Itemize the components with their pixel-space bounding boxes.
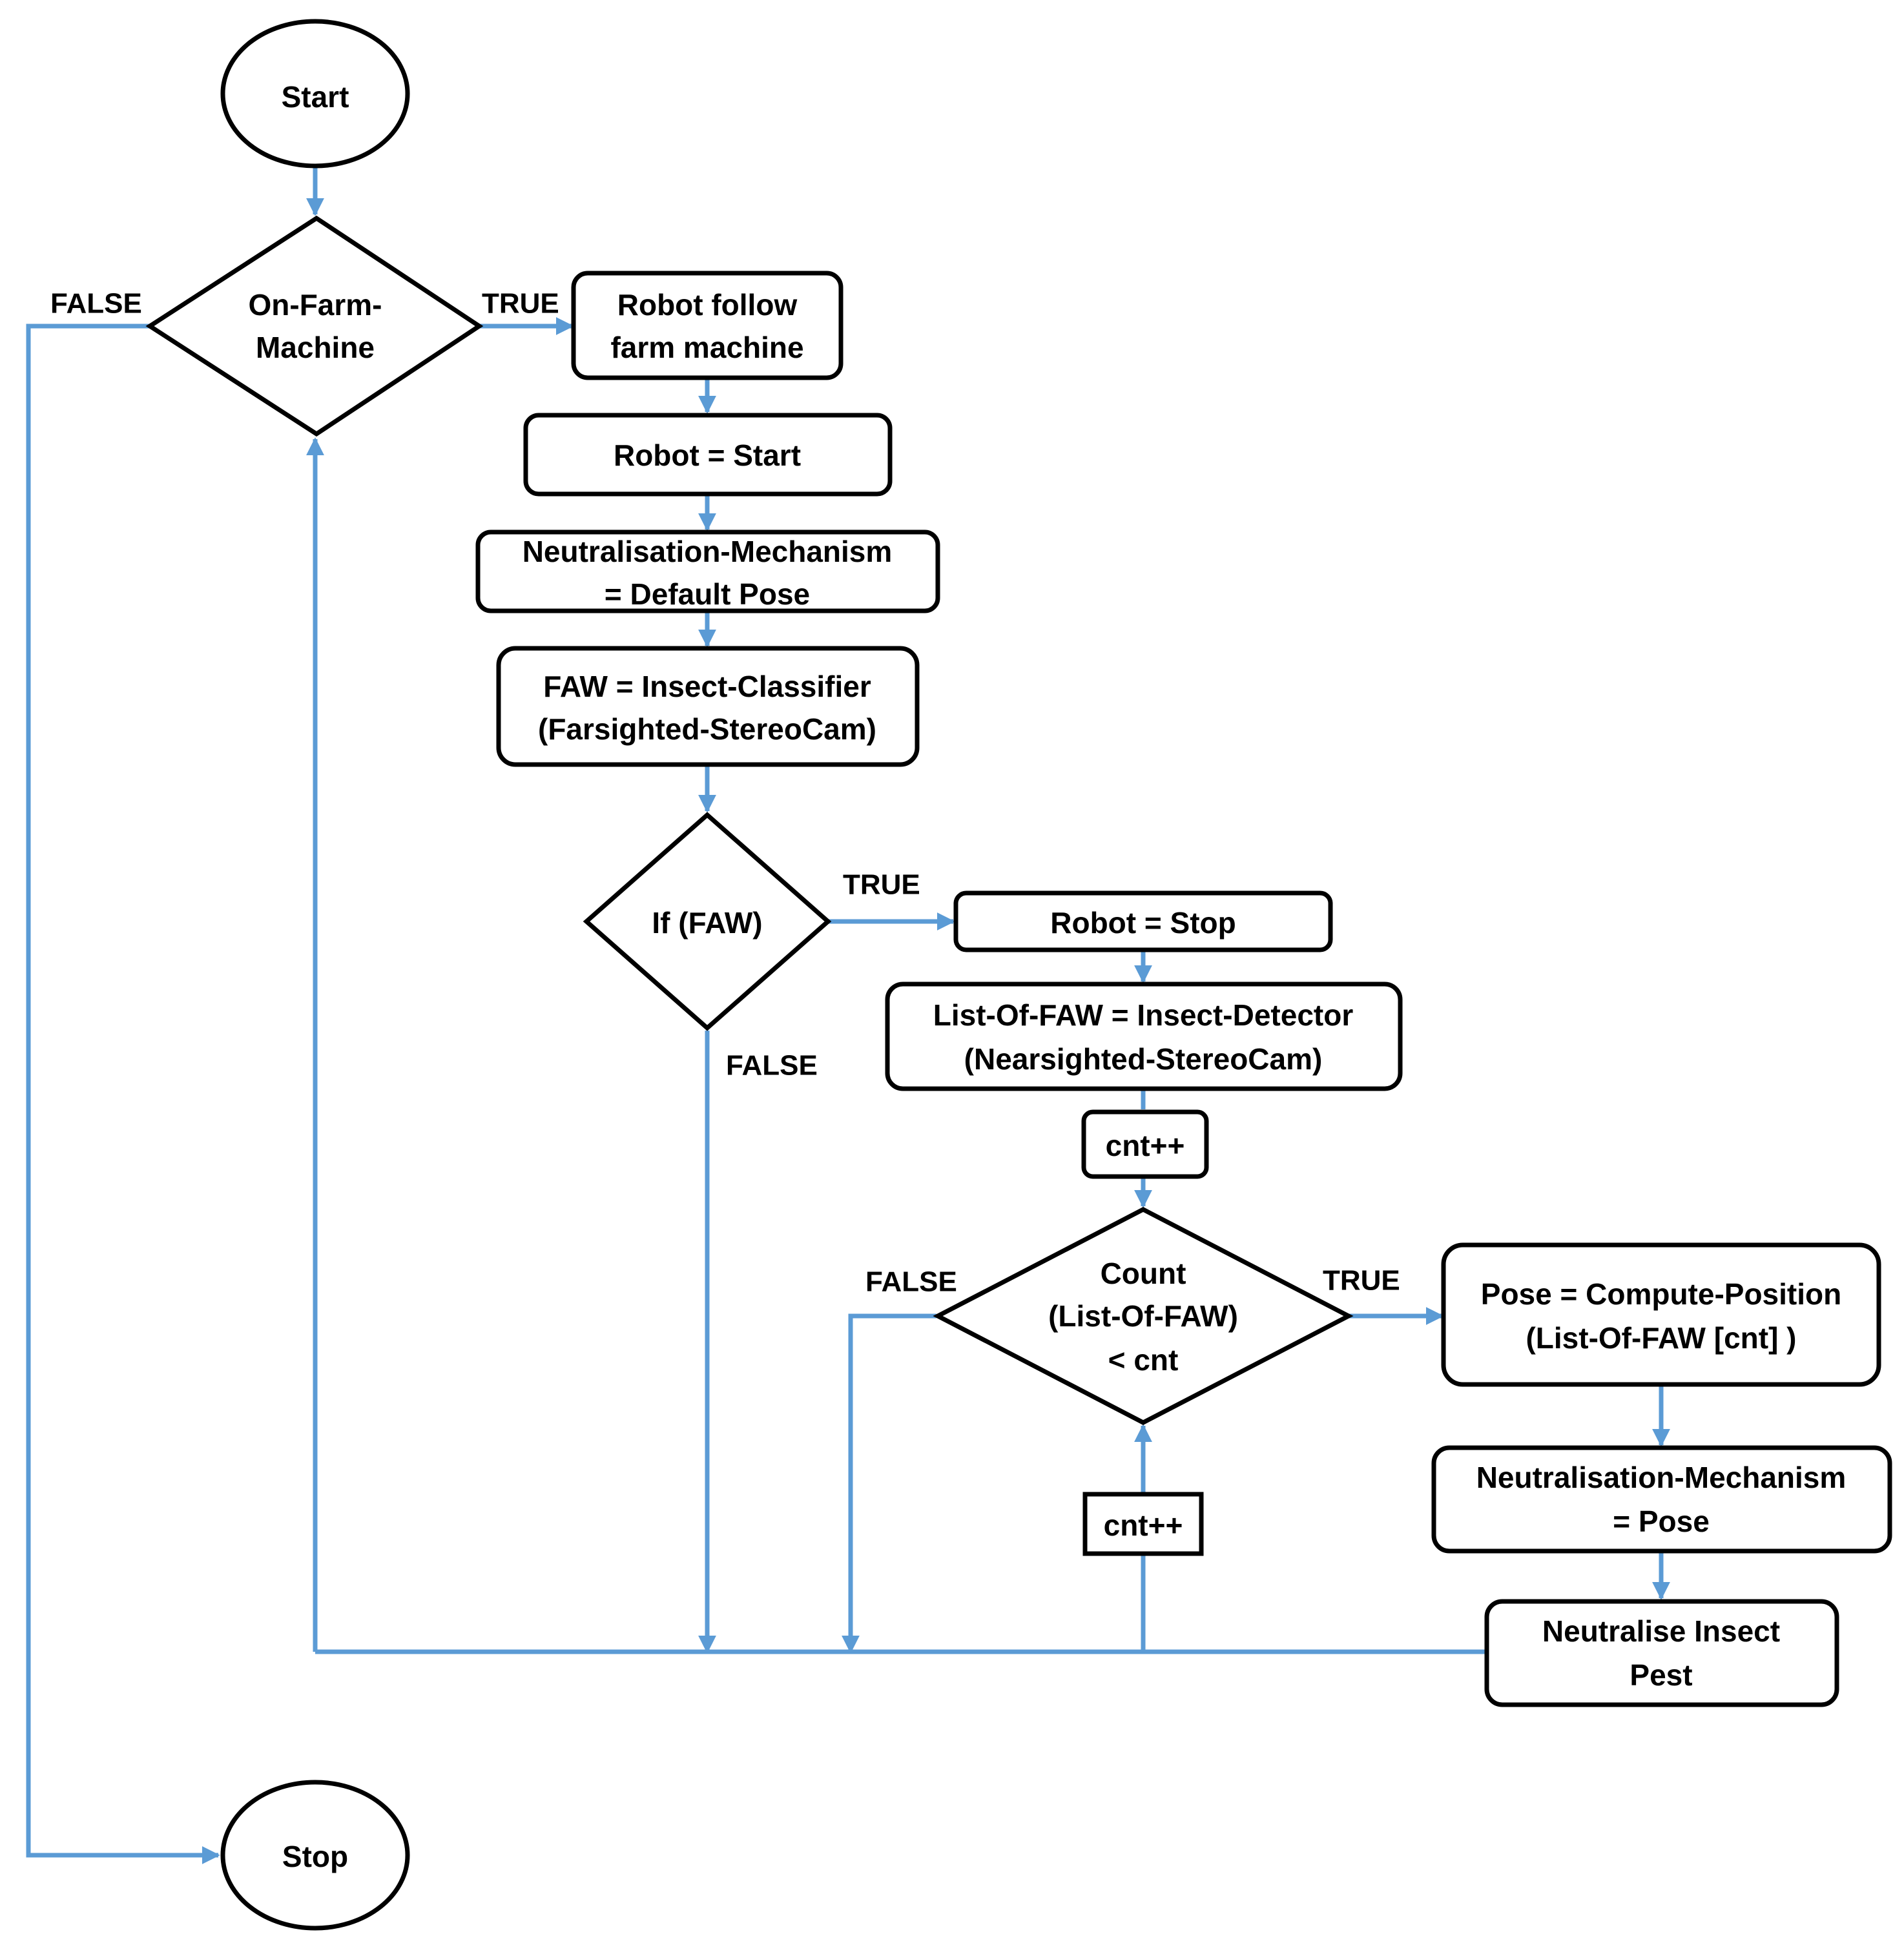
cnt-increment-label-1: cnt++ [1106, 1129, 1185, 1162]
robot-follow-box: Robot follow farm machine [571, 271, 843, 380]
if-faw-false-label: FALSE [726, 1050, 818, 1082]
if-faw-true-label: TRUE [843, 869, 920, 901]
edge-on-farm-false-to-stop [26, 324, 220, 1864]
robot-start-label: Robot = Start [614, 438, 801, 472]
stop-label: Stop [282, 1840, 348, 1873]
neutralise-pest-line-2: Pest [1630, 1658, 1692, 1692]
on-farm-false-label: FALSE [50, 288, 142, 320]
neutralisation-pose-box: Neutralisation-Mechanism = Pose [1431, 1445, 1892, 1554]
neutralise-pest-line-1: Neutralise Insect [1542, 1614, 1780, 1648]
on-farm-machine-decision: On-Farm- Machine [145, 215, 484, 437]
count-line-3: < cnt [1108, 1343, 1179, 1377]
if-faw-decision: If (FAW) [583, 812, 832, 1031]
robot-stop-box: Robot = Stop [953, 890, 1333, 952]
list-of-faw-line-1: List-Of-FAW = Insect-Detector [933, 998, 1354, 1032]
compute-position-line-1: Pose = Compute-Position [1481, 1277, 1841, 1311]
start-label: Start [282, 80, 349, 114]
start-node: Start [220, 19, 410, 169]
neutralise-pest-box: Neutralise Insect Pest [1484, 1599, 1839, 1707]
edge-labels: FALSE TRUE TRUE FALSE FALSE TRUE [50, 288, 1400, 1298]
neutralisation-default-line-2: = Default Pose [605, 577, 810, 611]
if-faw-label: If (FAW) [652, 906, 762, 940]
on-farm-machine-line-1: On-Farm- [249, 288, 382, 322]
count-decision: Count (List-Of-FAW) < cnt [933, 1207, 1354, 1425]
list-of-faw-box: List-Of-FAW = Insect-Detector (Nearsight… [885, 982, 1403, 1091]
count-line-2: (List-Of-FAW) [1048, 1299, 1238, 1333]
faw-classifier-line-2: (Farsighted-StereoCam) [538, 712, 876, 746]
robot-follow-line-2: farm machine [610, 331, 803, 364]
neutralisation-pose-line-1: Neutralisation-Mechanism [1476, 1461, 1847, 1494]
count-true-label: TRUE [1323, 1265, 1400, 1297]
stop-node: Stop [220, 1780, 410, 1931]
robot-follow-line-1: Robot follow [617, 288, 798, 322]
robot-start-box: Robot = Start [523, 413, 893, 497]
cnt-increment-label-2: cnt++ [1104, 1508, 1183, 1542]
faw-classifier-line-1: FAW = Insect-Classifier [543, 670, 871, 703]
compute-position-line-2: (List-Of-FAW [cnt] ) [1526, 1321, 1796, 1355]
compute-position-box: Pose = Compute-Position (List-Of-FAW [cn… [1441, 1242, 1881, 1387]
on-farm-true-label: TRUE [482, 288, 559, 320]
count-false-label: FALSE [865, 1266, 957, 1298]
neutralisation-default-line-1: Neutralisation-Mechanism [523, 535, 893, 568]
cnt-increment-box-1: cnt++ [1081, 1109, 1209, 1179]
list-of-faw-line-2: (Nearsighted-StereoCam) [964, 1042, 1323, 1076]
connectors [26, 167, 1670, 1864]
faw-classifier-box: FAW = Insect-Classifier (Farsighted-Ster… [496, 646, 920, 767]
neutralisation-default-box: Neutralisation-Mechanism = Default Pose [475, 529, 940, 613]
robot-stop-label: Robot = Stop [1050, 906, 1236, 940]
count-line-1: Count [1101, 1257, 1186, 1290]
edge-count-false [842, 1313, 936, 1654]
cnt-increment-box-2: cnt++ [1082, 1492, 1204, 1556]
neutralisation-pose-line-2: = Pose [1613, 1505, 1710, 1538]
on-farm-machine-line-2: Machine [256, 331, 375, 364]
